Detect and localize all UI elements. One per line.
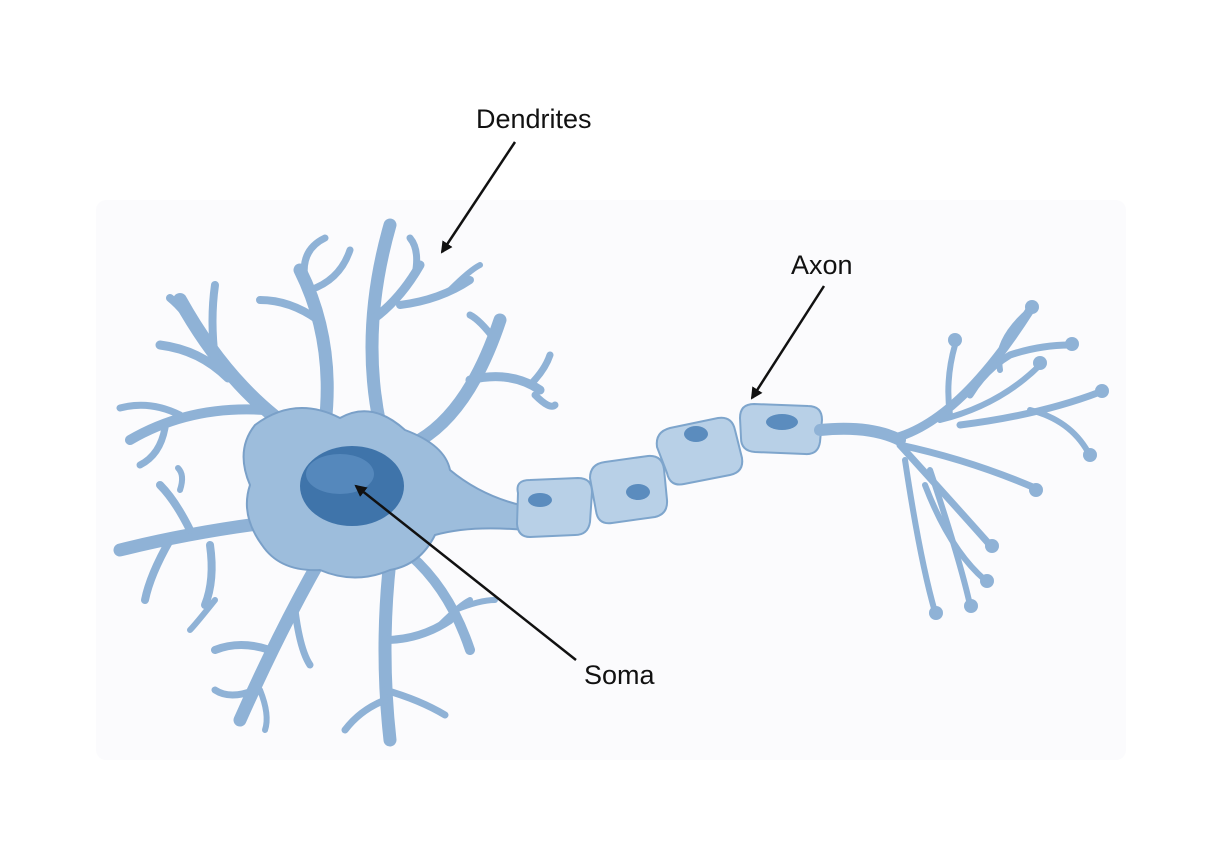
myelin-nucleus <box>766 414 798 430</box>
myelin-nucleus <box>528 493 552 507</box>
myelin-sheath <box>515 402 824 539</box>
dendrites-label: Dendrites <box>476 104 592 134</box>
nucleus-highlight <box>306 454 374 494</box>
myelin-segment <box>515 476 594 539</box>
arrow-soma <box>354 484 577 661</box>
dendrite-branch <box>365 218 397 432</box>
arrow-dendrites <box>440 141 517 254</box>
axon-label: Axon <box>791 250 853 280</box>
dendrite-branch <box>378 553 397 747</box>
terminal-buttons <box>929 300 1109 620</box>
dendrite-branch <box>233 553 327 727</box>
myelin-nucleus <box>626 484 650 500</box>
axon-terminals <box>814 305 1104 615</box>
myelin-segment <box>655 416 744 486</box>
dendrite-branch <box>293 263 334 432</box>
soma-label: Soma <box>584 660 655 690</box>
myelin-nucleus <box>684 426 708 442</box>
arrow-axon <box>750 285 826 400</box>
